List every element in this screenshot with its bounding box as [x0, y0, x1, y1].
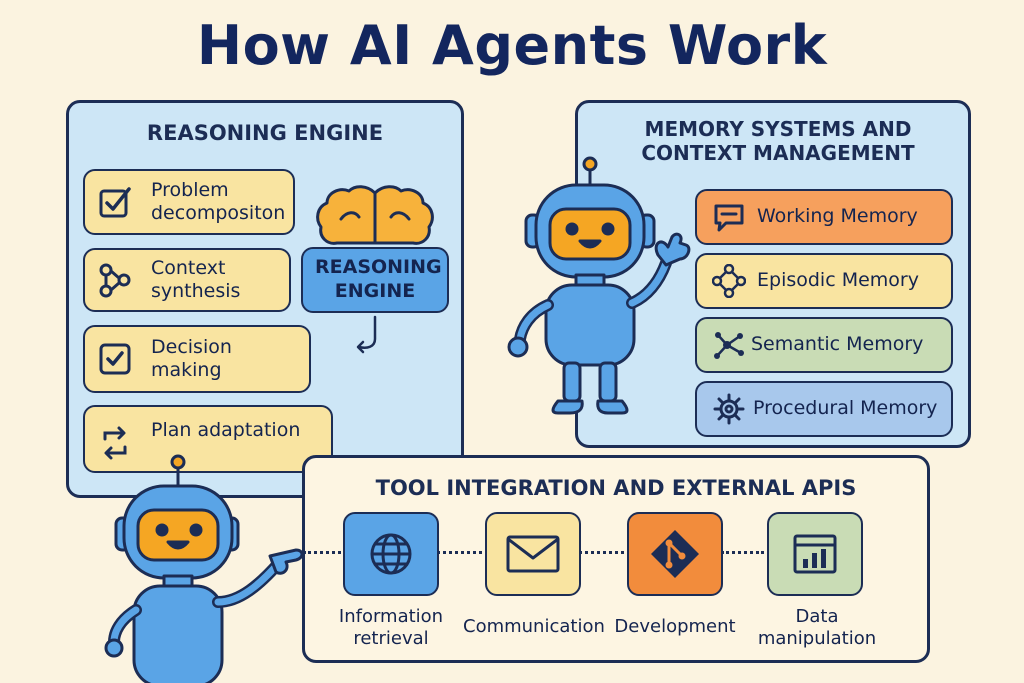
- tools-heading: TOOL INTEGRATION AND EXTERNAL APIS: [375, 476, 857, 500]
- episodic-memory-card: Episodic Memory: [695, 253, 953, 309]
- globe-icon: [367, 530, 415, 578]
- step-decision-making: Decision making: [83, 325, 311, 393]
- memory-heading-line2: CONTEXT MANAGEMENT: [641, 141, 915, 165]
- step-label: Problem decompositon: [151, 178, 286, 224]
- reasoning-engine-heading: REASONING ENGINE: [146, 121, 384, 145]
- down-arrow-icon: [351, 315, 383, 355]
- brain-icon: [311, 183, 439, 249]
- step-label: Plan adaptation: [151, 419, 301, 441]
- memory-panel: MEMORY SYSTEMS AND CONTEXT MANAGEMENT Wo…: [575, 100, 971, 448]
- checkbox-check-icon: [95, 339, 135, 379]
- diamond-nodes-icon: [709, 261, 749, 301]
- memory-heading-line1: MEMORY SYSTEMS AND: [644, 117, 912, 141]
- brain-label: REASONING ENGINE: [315, 256, 442, 302]
- tool-data-manipulation: [767, 512, 863, 596]
- memory-label: Working Memory: [757, 205, 918, 228]
- working-memory-card: Working Memory: [695, 189, 953, 245]
- semantic-memory-card: Semantic Memory: [695, 317, 953, 373]
- tool-information-retrieval: [343, 512, 439, 596]
- page-title: How AI Agents Work: [196, 14, 828, 77]
- git-icon: [648, 527, 702, 581]
- gear-icon: [709, 389, 749, 429]
- robot-mascot-pointing: [100, 452, 310, 683]
- procedural-memory-card: Procedural Memory: [695, 381, 953, 437]
- tool-label: Development: [614, 616, 736, 637]
- connector-communication-to-development: [579, 551, 624, 554]
- tool-communication: [485, 512, 581, 596]
- connector-robot-to-retrieval: [303, 551, 341, 554]
- reasoning-engine-panel: REASONING ENGINE Problem decompositon Co…: [66, 100, 464, 498]
- tool-label: Data manipulation: [757, 606, 877, 649]
- connected-nodes-icon: [95, 260, 135, 300]
- brain-label-box: REASONING ENGINE: [301, 247, 449, 313]
- step-problem-decomposition: Problem decompositon: [83, 169, 295, 235]
- memory-label: Episodic Memory: [757, 269, 919, 292]
- step-context-synthesis: Context synthesis: [83, 248, 291, 312]
- bar-chart-icon: [792, 533, 838, 575]
- memory-label: Semantic Memory: [751, 333, 924, 356]
- envelope-icon: [505, 534, 561, 574]
- speech-bubble-icon: [709, 197, 749, 237]
- tool-label: Information retrieval: [338, 606, 444, 649]
- step-plan-adaptation: Plan adaptation: [83, 405, 333, 473]
- step-label: Context synthesis: [151, 256, 241, 302]
- tool-label: Communication: [463, 616, 605, 637]
- checkbox-check-icon: [95, 182, 135, 222]
- memory-heading: MEMORY SYSTEMS AND CONTEXT MANAGEMENT: [608, 117, 948, 165]
- cycle-arrows-icon: [95, 423, 135, 463]
- tool-development: [627, 512, 723, 596]
- step-label: Decision making: [151, 335, 232, 381]
- robot-mascot-waving: [500, 155, 700, 420]
- connector-development-to-data: [721, 551, 764, 554]
- memory-label: Procedural Memory: [753, 397, 938, 420]
- network-nodes-icon: [709, 325, 749, 365]
- connector-retrieval-to-communication: [437, 551, 482, 554]
- tools-panel: TOOL INTEGRATION AND EXTERNAL APIS Infor…: [302, 455, 930, 663]
